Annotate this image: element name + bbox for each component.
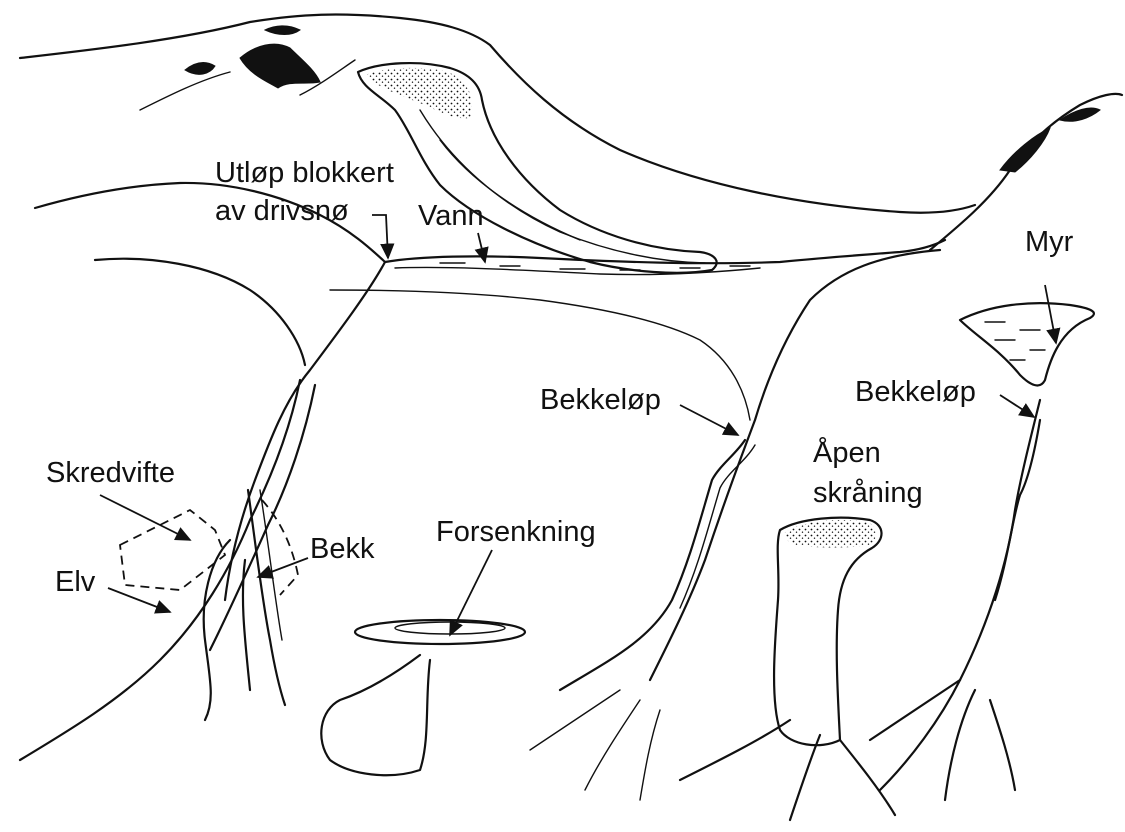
snow-patch-fan (680, 720, 895, 820)
label-skredvifte: Skredvifte (46, 457, 175, 490)
label-utlop-line2: av drivsnø (215, 195, 349, 228)
stream-right (995, 420, 1040, 600)
sinkhole (355, 620, 525, 644)
snow-patch-center (774, 518, 881, 746)
rock-outcrop-3 (265, 26, 300, 35)
arrow-bekkelop-center (680, 405, 738, 435)
avalanche-fan-right (262, 500, 298, 595)
rock-outcrop-2 (185, 63, 215, 75)
snow-drift-stipple (365, 68, 472, 118)
rock-outcrop-1 (240, 44, 320, 88)
snow-patch-stipple (785, 520, 876, 547)
label-bekkelop-right: Bekkeløp (855, 376, 976, 409)
bog-outline (960, 303, 1094, 385)
stream-center (560, 440, 745, 690)
arrow-bekk (258, 558, 308, 577)
bottom-branches-right (870, 680, 1015, 800)
sinkhole-inner (395, 622, 505, 634)
label-vann: Vann (418, 200, 484, 233)
river-left-2 (210, 385, 315, 650)
label-apen-line1: Åpen (813, 437, 881, 470)
label-bekk: Bekk (310, 533, 374, 566)
label-utlop-line1: Utløp blokkert (215, 157, 394, 190)
label-bekkelop-center: Bekkeløp (540, 384, 661, 417)
arrow-vann (478, 233, 485, 262)
label-forsenkning: Forsenkning (436, 516, 596, 549)
brook (248, 490, 285, 705)
arrow-elv (108, 588, 170, 612)
label-myr: Myr (1025, 226, 1073, 259)
sinkhole-fan (321, 655, 430, 775)
bog-ripples (985, 322, 1045, 360)
left-slope (95, 259, 305, 365)
right-rock (1000, 128, 1050, 172)
right-hill-edge (650, 250, 940, 680)
label-apen-line2: skråning (813, 477, 923, 510)
arrow-myr (1045, 285, 1056, 343)
snow-drift-streak (420, 110, 705, 263)
bottom-branches-center (530, 690, 660, 800)
label-elv: Elv (55, 566, 95, 599)
arrow-bekkelop-right (1000, 395, 1034, 417)
